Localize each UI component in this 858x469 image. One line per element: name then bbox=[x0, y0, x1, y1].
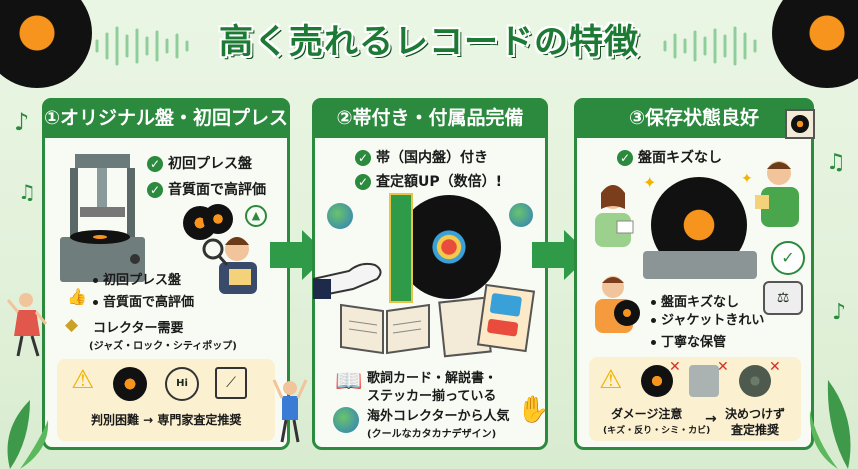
damaged-record-icon bbox=[641, 365, 673, 397]
open-booklet-icon bbox=[340, 303, 430, 355]
bullet-item: ジャケットきれい bbox=[651, 309, 764, 328]
dancing-person-icon bbox=[6, 293, 48, 357]
record-press-machine-icon bbox=[60, 154, 145, 282]
panel-heading: ②帯付き・付属品完備 bbox=[312, 98, 548, 138]
panel-original-press: ①オリジナル盤・初回プレス ✓初回プレス盤 ✓音質面で高評価 ▲ 初回プレス盤 … bbox=[42, 98, 290, 450]
overseas-collectors: 海外コレクターから人気 bbox=[367, 409, 510, 424]
cross-icon: ✕ bbox=[769, 359, 781, 375]
result-line1: 決めつけず bbox=[725, 407, 786, 421]
globe-icon bbox=[327, 203, 353, 229]
vinyl-record-icon bbox=[397, 195, 501, 299]
damage-types: (キズ・反り・シミ・カビ) bbox=[603, 426, 711, 436]
person-with-cloth-icon bbox=[755, 161, 799, 227]
check-icon: ✓ bbox=[147, 156, 163, 172]
check-item: ✓音質面で高評価 bbox=[147, 179, 266, 199]
check-icon: ✓ bbox=[355, 150, 371, 166]
sparkle-icon: ✦ bbox=[741, 171, 753, 187]
warning-box: ⚠ Hi ⟋ 判別困難 → 専門家査定推奨 bbox=[57, 359, 275, 441]
turntable-icon bbox=[643, 251, 757, 279]
hi-res-badge-icon: Hi bbox=[165, 367, 199, 401]
book-icon: 📖 bbox=[335, 369, 363, 394]
raised-hands-icon: ✋ bbox=[517, 395, 550, 425]
warning-icon: ⚠ bbox=[71, 365, 95, 395]
lyrics-accessories-line2: ステッカー揃っている bbox=[367, 389, 497, 404]
obi-strip-icon bbox=[389, 193, 413, 303]
result-line2: 査定推奨 bbox=[731, 423, 780, 437]
gloved-hand-icon bbox=[313, 262, 382, 299]
check-item: ✓査定額UP（数倍）! bbox=[355, 171, 502, 191]
check-icon: ✓ bbox=[617, 150, 633, 166]
page-title: 高く売れるレコードの特徴 bbox=[219, 22, 639, 62]
record-icon bbox=[203, 204, 233, 234]
scale-icon: ⚖ bbox=[763, 281, 803, 315]
sound-wave-right bbox=[663, 26, 757, 66]
collector-genres: (ジャズ・ロック・シティポップ) bbox=[89, 341, 237, 352]
check-item: ✓初回プレス盤 bbox=[147, 153, 252, 173]
music-note-icon: ♪ bbox=[14, 108, 30, 136]
music-note-icon: ♫ bbox=[18, 180, 36, 204]
check-icon: ✓ bbox=[147, 182, 163, 198]
chart-up-icon: ▲ bbox=[245, 205, 267, 227]
gem-icon: ◆ bbox=[65, 315, 79, 335]
damage-caution: ダメージ注意 bbox=[611, 407, 683, 421]
sound-wave-left bbox=[95, 26, 189, 66]
music-note-icon: ♪ bbox=[832, 300, 847, 325]
damage-warning-box: ⚠ ✕ ✕ ✕ ダメージ注意 (キズ・反り・シミ・カビ) → 決めつけず 査定推… bbox=[589, 357, 801, 441]
record-icon bbox=[113, 367, 147, 401]
arrow-symbol: → bbox=[705, 411, 717, 427]
expert-with-magnifier-icon bbox=[202, 237, 257, 294]
approved-check-icon: ✓ bbox=[771, 241, 805, 275]
mold-record-icon bbox=[739, 365, 771, 397]
check-item: ✓帯（国内盤）付き bbox=[355, 147, 488, 167]
bullet-item: 音質面で高評価 bbox=[93, 291, 194, 310]
framed-record-icon bbox=[785, 109, 815, 139]
cross-icon: ✕ bbox=[717, 359, 729, 375]
panel-heading: ③保存状態良好 bbox=[574, 98, 814, 138]
sticker-sheet-icon bbox=[476, 283, 536, 353]
warning-text: 判別困難 → 専門家査定推奨 bbox=[91, 413, 242, 427]
bullet-item: 盤面キズなし bbox=[651, 291, 739, 310]
damaged-jacket-icon bbox=[689, 365, 719, 397]
bullet-item: 丁寧な保管 bbox=[651, 331, 726, 350]
bullet-item: 初回プレス盤 bbox=[93, 269, 181, 288]
person-cleaning-icon bbox=[595, 185, 634, 247]
person-holding-record-icon bbox=[595, 276, 640, 333]
check-item: ✓盤面キズなし bbox=[617, 147, 722, 167]
sparkle-icon: ✦ bbox=[643, 173, 657, 192]
cross-icon: ✕ bbox=[669, 359, 681, 375]
cheering-person-icon bbox=[272, 379, 308, 443]
katakana-design-note: (クールなカタカナデザイン) bbox=[367, 429, 497, 440]
thumbs-up-icon: 👍 bbox=[67, 287, 87, 306]
frame-icon: ⟋ bbox=[215, 367, 247, 399]
panel-obi-accessories: ②帯付き・付属品完備 ✓帯（国内盤）付き ✓査定額UP（数倍）! 📖 歌詞カード… bbox=[312, 98, 550, 450]
lyrics-accessories-line1: 歌詞カード・解説書・ bbox=[367, 371, 498, 386]
collector-demand: コレクター需要 bbox=[93, 321, 184, 336]
panel-heading: ①オリジナル盤・初回プレス bbox=[42, 98, 290, 138]
leaves-right-icon bbox=[809, 380, 851, 469]
globe-icon bbox=[333, 407, 359, 433]
music-note-icon: ♫ bbox=[826, 150, 846, 175]
check-icon: ✓ bbox=[355, 174, 371, 190]
leaves-left-icon bbox=[7, 400, 49, 469]
panel-good-condition: ③保存状態良好 ✓盤面キズなし ✦ ✦ ✓ ⚖ 盤面キズなし ジャケットきれい … bbox=[574, 98, 815, 450]
warning-icon: ⚠ bbox=[599, 365, 623, 395]
globe-icon bbox=[509, 203, 533, 227]
